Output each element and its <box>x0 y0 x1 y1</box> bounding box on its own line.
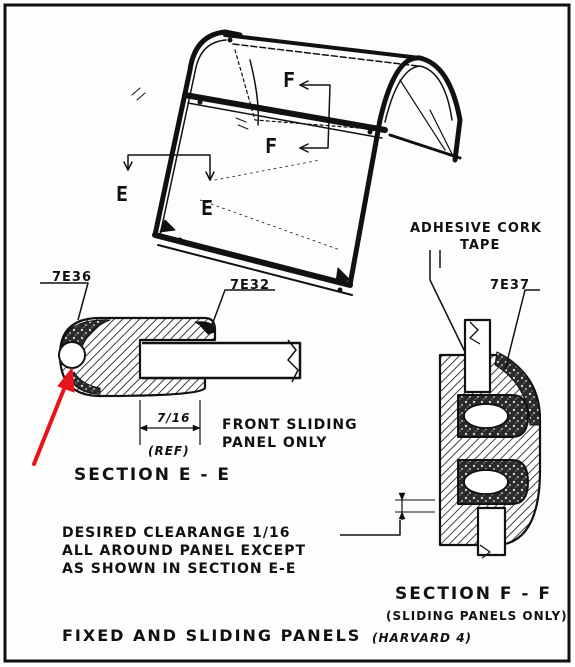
clearance-line1: DESIRED CLEARANGE 1/16 <box>62 525 291 541</box>
figure-caption: FIXED AND SLIDING PANELS <box>62 626 362 645</box>
clearance-line3: AS SHOWN IN SECTION E-E <box>62 561 297 577</box>
red-annotation-arrow <box>32 366 75 466</box>
cut-marker-f-bottom: F <box>265 134 278 158</box>
cut-marker-f-top: F <box>283 68 296 92</box>
cut-marker-e-left: E <box>116 182 129 206</box>
adhesive-cork-line2: TAPE <box>460 238 501 253</box>
section-ff-title: SECTION F - F <box>395 584 552 604</box>
cut-marker-e-right: E <box>201 196 214 220</box>
border-frame <box>3 3 571 663</box>
adhesive-cork-line1: ADHESIVE CORK <box>410 221 542 236</box>
label-7e32: 7E32 <box>230 278 271 293</box>
front-sliding-line1: FRONT SLIDING <box>222 417 358 433</box>
figure-caption-sub: (HARVARD 4) <box>372 631 473 645</box>
section-ff-drawing <box>340 250 542 559</box>
dimension-ref: (REF) <box>148 444 190 458</box>
section-ee-drawing <box>40 282 302 445</box>
section-ee-title: SECTION E - E <box>74 465 231 485</box>
clearance-line2: ALL AROUND PANEL EXCEPT <box>62 543 307 559</box>
canopy-frame-illustration <box>123 29 463 296</box>
label-7e36: 7E36 <box>52 270 93 285</box>
section-ff-note: (SLIDING PANELS ONLY) <box>386 609 568 623</box>
label-7e37: 7E37 <box>490 278 531 293</box>
dimension-value: 7/16 <box>157 411 191 425</box>
front-sliding-line2: PANEL ONLY <box>222 435 328 451</box>
